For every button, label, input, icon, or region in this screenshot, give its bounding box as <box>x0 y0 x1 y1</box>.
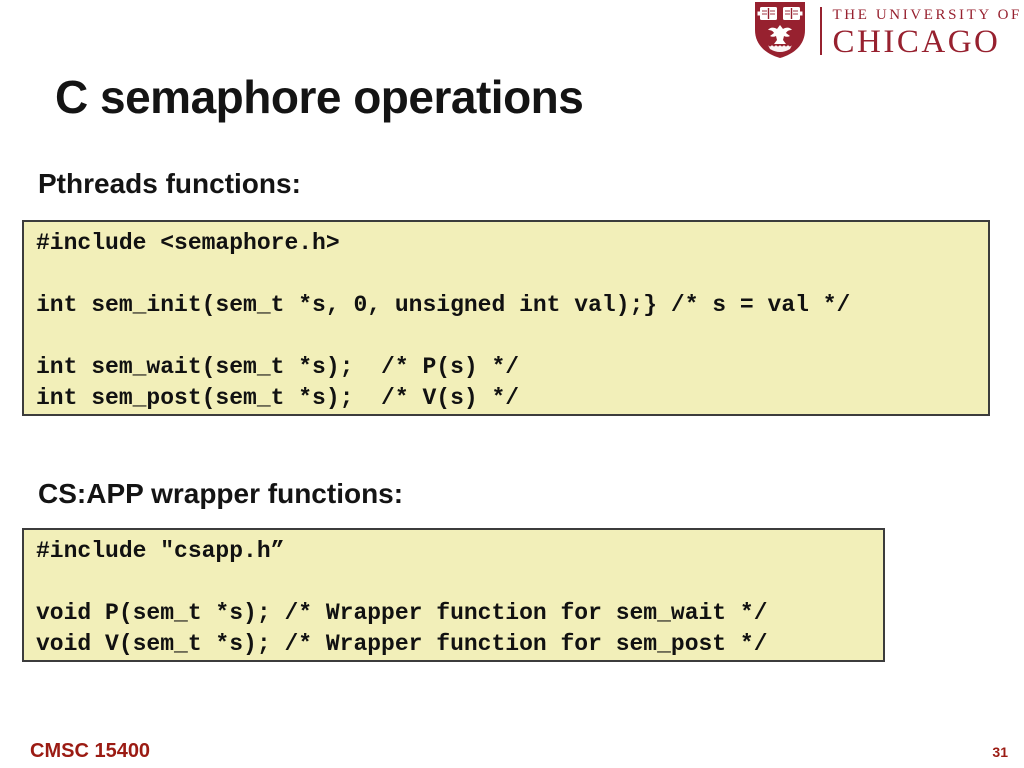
logo-wordmark: THE UNIVERSITY OF CHICAGO <box>833 7 1022 59</box>
section-heading-pthreads: Pthreads functions: <box>38 168 301 199</box>
slide-title: C semaphore operations <box>55 71 584 123</box>
section-heading-csapp-wrappers: CS:APP wrapper functions: <box>38 478 404 509</box>
logo-divider <box>819 7 822 55</box>
logo-line-chicago: CHICAGO <box>832 24 1001 60</box>
code-block-csapp-wrappers: #include "csapp.h” void P(sem_t *s); /* … <box>22 528 885 662</box>
uchicago-crest-icon <box>754 2 805 58</box>
code-block-pthreads: #include <semaphore.h> int sem_init(sem_… <box>22 220 990 416</box>
logo-line-university-of: THE UNIVERSITY OF <box>832 7 1022 23</box>
page-number: 31 <box>992 744 1008 760</box>
uchicago-logo: THE UNIVERSITY OF CHICAGO <box>753 0 1022 59</box>
course-label: CMSC 15400 <box>30 740 151 762</box>
